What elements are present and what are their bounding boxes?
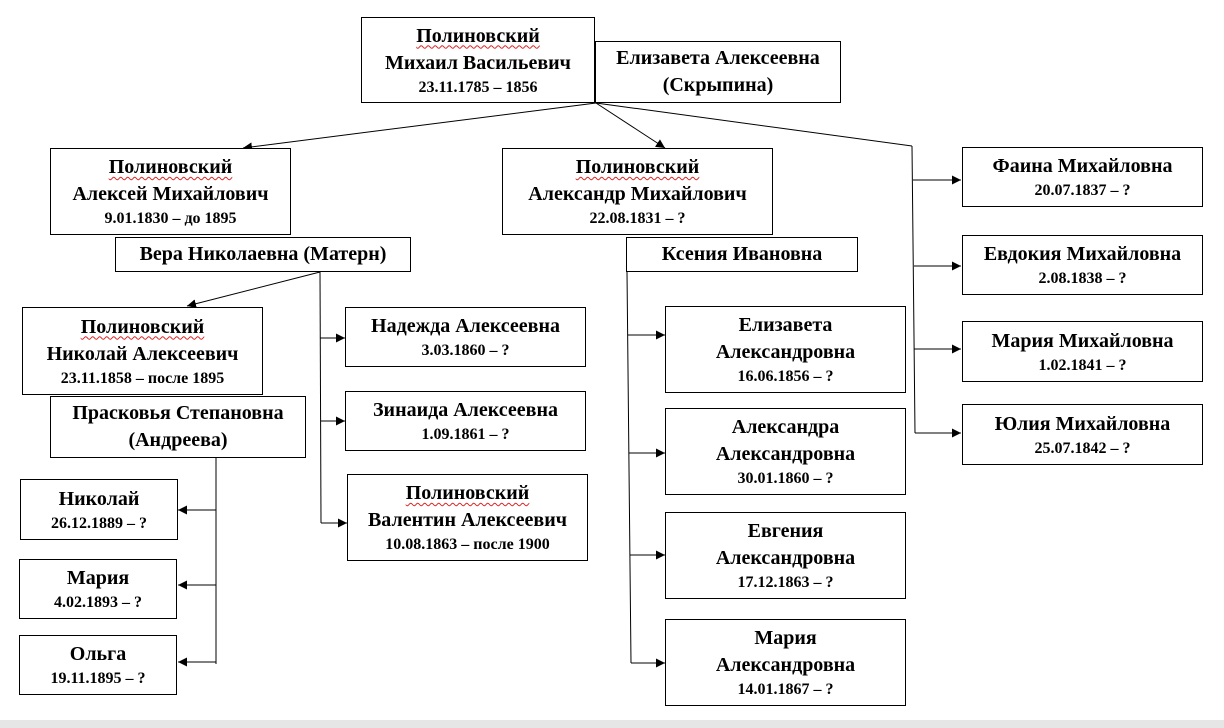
given-name: Юлия Михайловна [994, 412, 1171, 435]
given-name: Евгения [747, 520, 824, 542]
given-name: Валентин Алексеевич [367, 509, 568, 531]
given-name: Александра [731, 416, 840, 438]
given-name: Александр Михайлович [528, 183, 747, 205]
maiden-name: (Скрыпина) [662, 74, 774, 96]
surname: Полиновский [108, 156, 233, 178]
person-aleksey: Полиновский Алексей Михайлович 9.01.1830… [50, 148, 291, 235]
kseniya-children-vertical [626, 271, 632, 664]
given-name: Ольга [69, 643, 127, 665]
person-mariya-m: Мария Михайловна 1.02.1841 – ? [962, 321, 1203, 382]
link-mikhail-daughters [595, 102, 913, 147]
surname: Полиновский [416, 24, 540, 47]
life-dates: 25.07.1842 – ? [1034, 439, 1131, 457]
given-name: Ксения Ивановна [661, 243, 823, 265]
patronymic: Александровна [715, 341, 856, 363]
given-name: Надежда Алексеевна [371, 315, 560, 337]
person-vera: Вера Николаевна (Матерн) [115, 237, 411, 272]
life-dates: 16.06.1856 – ? [737, 368, 834, 385]
surname: Полиновский [80, 315, 205, 338]
person-evdokiya: Евдокия Михайловна 2.08.1838 – ? [962, 235, 1203, 295]
person-mariya-a: Мария Александровна 14.01.1867 – ? [665, 619, 906, 706]
person-yuliya: Юлия Михайловна 25.07.1842 – ? [962, 404, 1203, 465]
life-dates: 20.07.1837 – ? [1034, 182, 1131, 199]
life-dates: 22.08.1831 – ? [589, 210, 686, 227]
person-mariya-n: Мария 4.02.1893 – ? [19, 559, 177, 619]
life-dates: 9.01.1830 – до 1895 [104, 210, 237, 227]
life-dates: 23.11.1785 – 1856 [418, 78, 538, 96]
given-name: Николай [58, 487, 140, 510]
person-elizaveta-a: Елизавета Александровна 16.06.1856 – ? [665, 306, 906, 393]
given-name: Мария [754, 627, 817, 649]
page-bottom-bar [0, 720, 1224, 728]
given-name: Елизавета [738, 314, 833, 336]
surname: Полиновский [405, 482, 530, 504]
person-nikolay-n: Николай 26.12.1889 – ? [20, 479, 178, 540]
life-dates: 3.03.1860 – ? [421, 342, 510, 359]
link-mikhail-aleksandr [595, 102, 666, 149]
given-name: Михаил Васильевич [385, 51, 571, 74]
given-name: Мария Михайловна [991, 329, 1174, 352]
life-dates: 30.01.1860 – ? [737, 470, 834, 487]
given-name: Николай Алексеевич [46, 342, 239, 365]
life-dates: 23.11.1858 – после 1895 [60, 369, 225, 387]
life-dates: 4.02.1893 – ? [54, 594, 142, 611]
given-name: Зинаида Алексеевна [372, 399, 558, 421]
person-elizaveta-wife: Елизавета Алексеевна (Скрыпина) [595, 41, 841, 103]
life-dates: 26.12.1889 – ? [51, 514, 147, 532]
person-praskovya: Прасковья Степановна (Андреева) [50, 396, 306, 458]
given-name: Елизавета Алексеевна [616, 47, 820, 69]
given-name: Евдокия Михайловна [983, 243, 1182, 265]
vera-children-vertical [319, 271, 322, 524]
person-valentin: Полиновский Валентин Алексеевич 10.08.18… [347, 474, 588, 561]
surname: Полиновский [575, 156, 700, 178]
maiden-name: (Андреева) [128, 429, 228, 451]
patronymic: Александровна [715, 547, 856, 569]
daughters-vertical [911, 145, 916, 434]
person-olga: Ольга 19.11.1895 – ? [19, 635, 177, 695]
patronymic: Александровна [715, 654, 856, 676]
person-zinaida: Зинаида Алексеевна 1.09.1861 – ? [345, 391, 586, 451]
link-vera-nikolay [186, 271, 321, 309]
given-name: Алексей Михайлович [72, 183, 269, 205]
life-dates: 1.02.1841 – ? [1038, 356, 1127, 374]
person-mikhail: Полиновский Михаил Васильевич 23.11.1785… [361, 17, 595, 103]
person-kseniya: Ксения Ивановна [626, 237, 858, 272]
person-nikolay-a: Полиновский Николай Алексеевич 23.11.185… [22, 307, 263, 395]
life-dates: 19.11.1895 – ? [50, 670, 146, 687]
life-dates: 10.08.1863 – после 1900 [385, 536, 550, 553]
given-name: Мария [66, 567, 130, 589]
person-aleksandr: Полиновский Александр Михайлович 22.08.1… [502, 148, 773, 235]
given-name: Вера Николаевна (Матерн) [139, 243, 387, 265]
person-aleksandra-a: Александра Александровна 30.01.1860 – ? [665, 408, 906, 495]
life-dates: 17.12.1863 – ? [737, 574, 834, 591]
given-name: Фаина Михайловна [992, 155, 1173, 177]
link-mikhail-aleksey [242, 102, 597, 152]
person-faina: Фаина Михайловна 20.07.1837 – ? [962, 147, 1203, 207]
given-name: Прасковья Степановна [72, 402, 284, 424]
patronymic: Александровна [715, 443, 856, 465]
life-dates: 2.08.1838 – ? [1038, 270, 1127, 287]
life-dates: 1.09.1861 – ? [421, 426, 510, 443]
life-dates: 14.01.1867 – ? [737, 681, 834, 698]
person-evgeniya-a: Евгения Александровна 17.12.1863 – ? [665, 512, 906, 599]
person-nadezhda: Надежда Алексеевна 3.03.1860 – ? [345, 307, 586, 367]
